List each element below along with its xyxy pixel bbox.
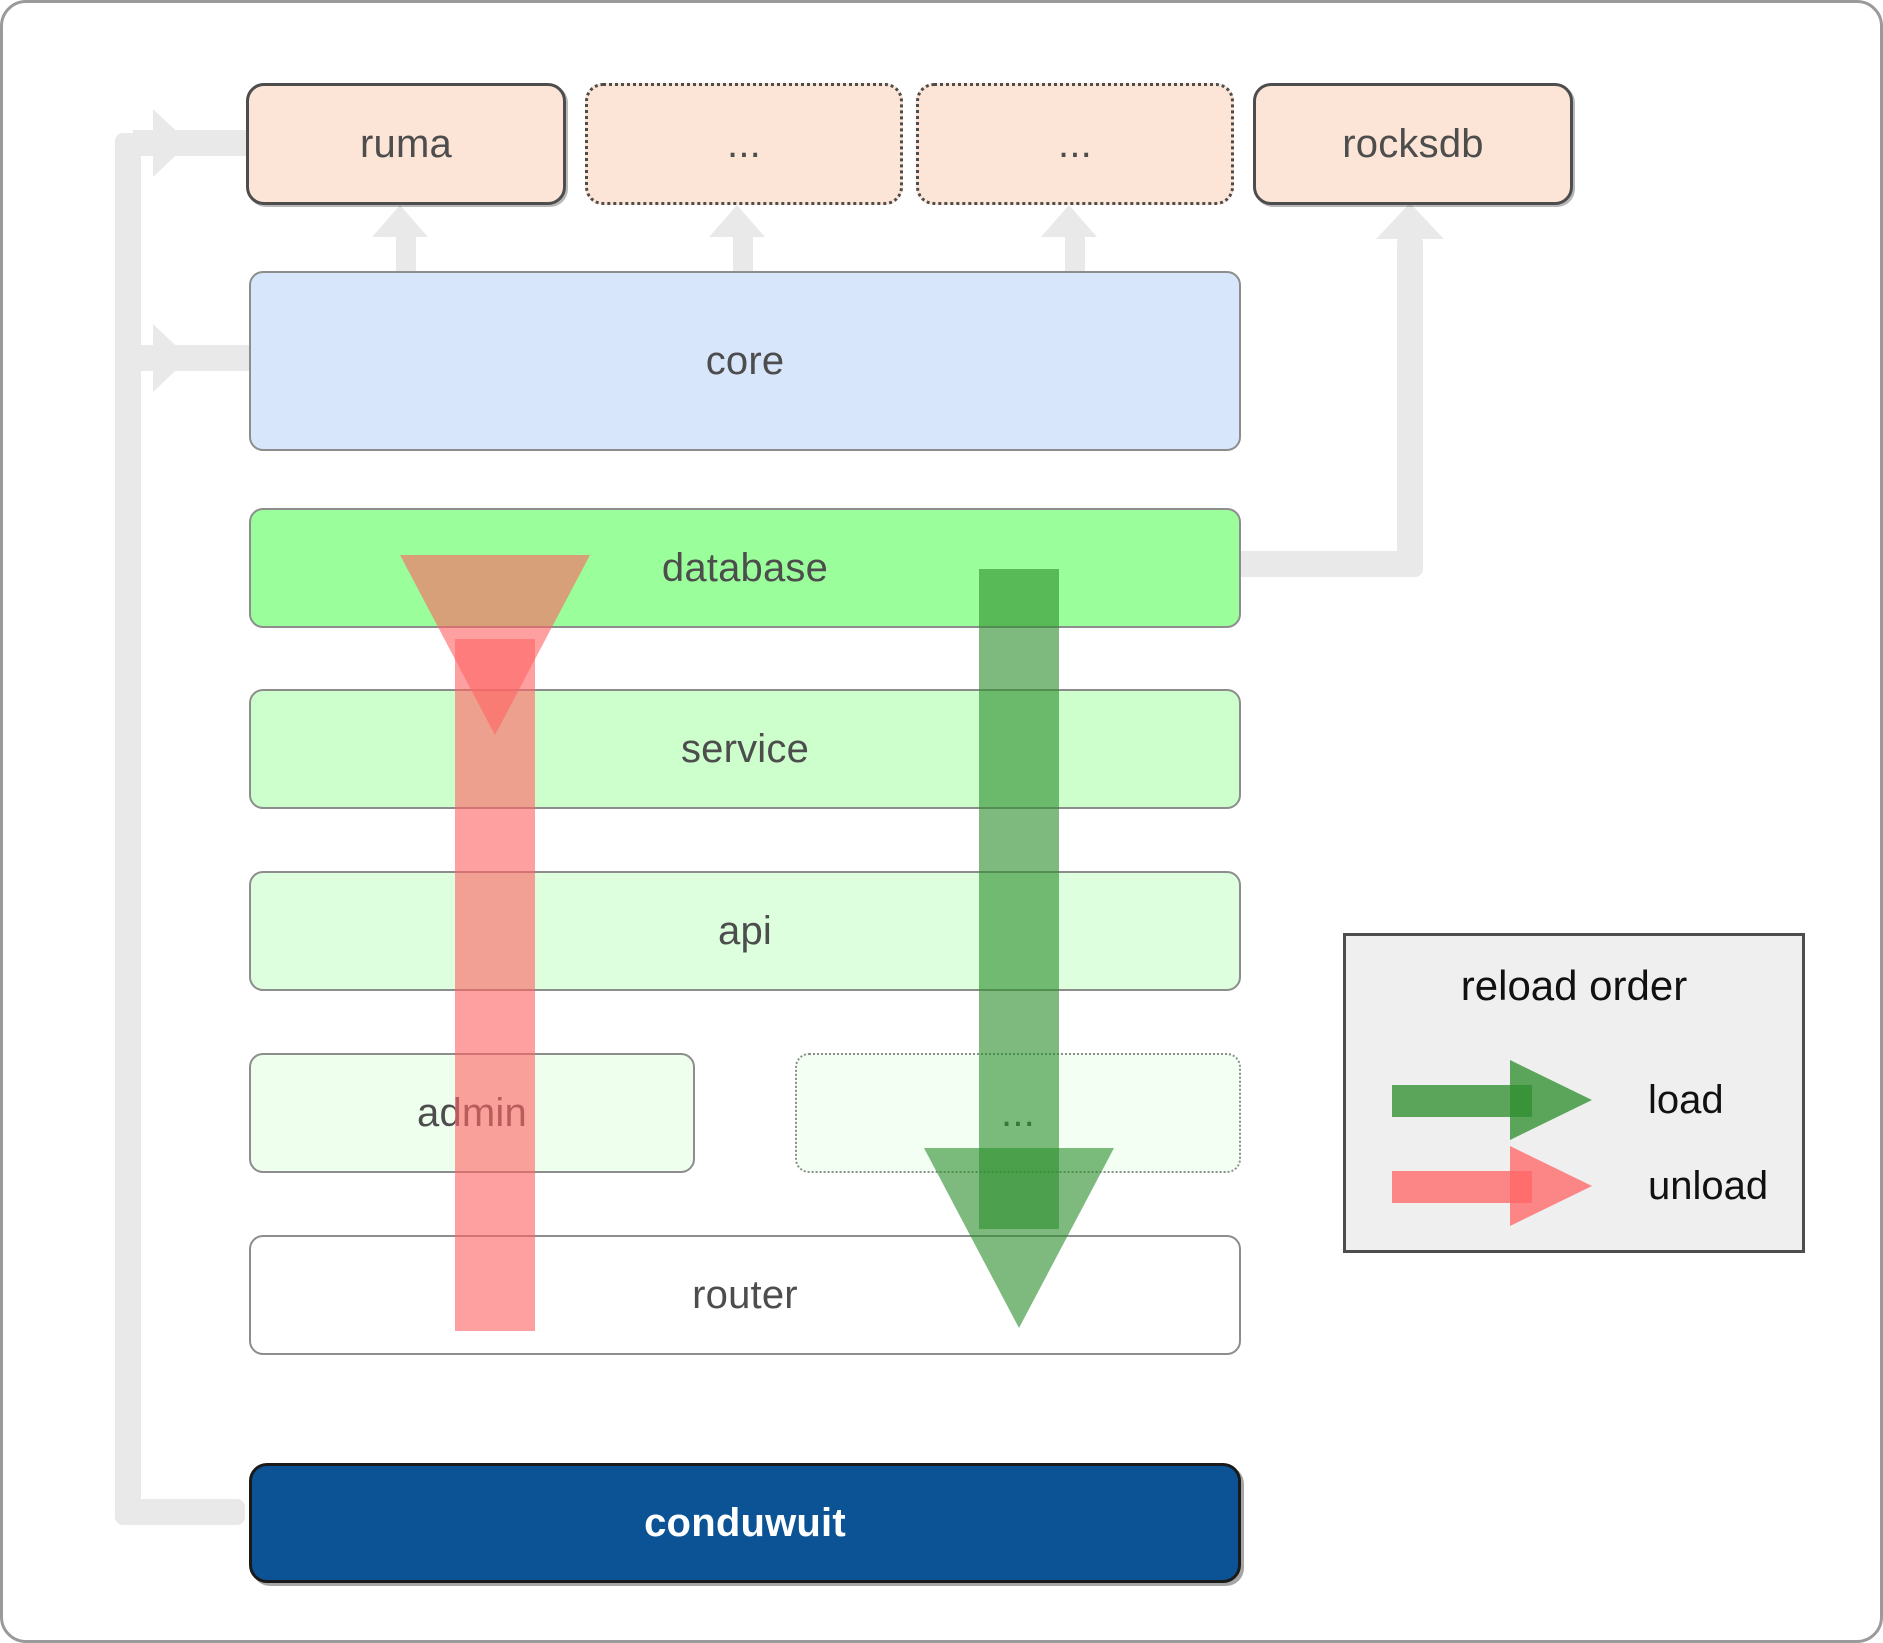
unload-flow-arrowhead (400, 555, 590, 735)
legend-row-unload: unload (1392, 1146, 1769, 1226)
connector-branch-core-arrowhead (153, 324, 189, 392)
connector-branch-ruma (133, 130, 253, 156)
load-flow-shaft (979, 569, 1059, 1229)
connector-core-to-ruma-arrowhead (372, 205, 428, 237)
connector-database-to-rocksdb-vertical (1397, 235, 1423, 571)
node-dependency-placeholder-1-label: ... (727, 121, 761, 166)
legend-load-arrow-tip (1510, 1060, 1592, 1140)
legend-unload-arrow-icon (1392, 1146, 1592, 1226)
node-conduwuit-label: conduwuit (644, 1500, 846, 1545)
connector-branch-core (133, 345, 253, 371)
node-core[interactable]: core (249, 271, 1241, 451)
legend-row-load: load (1392, 1060, 1724, 1140)
connector-core-to-ruma-shaft (396, 231, 416, 277)
node-conduwuit[interactable]: conduwuit (249, 1463, 1241, 1583)
legend-title: reload order (1460, 962, 1688, 1009)
node-service[interactable]: service (249, 689, 1241, 809)
legend-panel: reload order load unload (1343, 933, 1805, 1253)
connector-database-to-rocksdb-arrowhead (1376, 203, 1444, 239)
node-core-label: core (705, 338, 785, 383)
node-ruma-label: ruma (360, 121, 452, 166)
legend-unload-arrow-bar (1392, 1171, 1532, 1203)
node-ruma[interactable]: ruma (246, 83, 566, 205)
legend-unload-label: unload (1648, 1163, 1769, 1208)
connector-root-to-deps-bottom (115, 1499, 245, 1525)
node-dependency-placeholder-2[interactable]: ... (916, 83, 1234, 205)
load-flow-arrowhead (924, 1148, 1114, 1328)
connector-core-to-dep2-arrowhead (709, 205, 765, 237)
legend-load-arrow-bar (1392, 1085, 1532, 1117)
node-dependency-placeholder-1[interactable]: ... (585, 83, 903, 205)
node-database-label: database (661, 545, 829, 590)
connector-root-to-deps-vertical (115, 133, 141, 1525)
connector-database-to-rocksdb-horizontal (1233, 551, 1423, 577)
legend-unload-arrow-tip (1510, 1146, 1592, 1226)
connector-core-to-dep2-shaft (733, 231, 753, 277)
node-database[interactable]: database (249, 508, 1241, 628)
unload-flow-shaft (455, 639, 535, 1331)
connector-core-to-dep3-shaft (1065, 231, 1085, 277)
node-service-label: service (680, 726, 810, 771)
node-dependency-placeholder-2-label: ... (1058, 121, 1092, 166)
connector-core-to-dep3-arrowhead (1041, 205, 1097, 237)
legend-load-arrow-icon (1392, 1060, 1592, 1140)
node-api-label: api (718, 908, 772, 953)
node-rocksdb-label: rocksdb (1342, 121, 1484, 166)
node-router-label: router (692, 1272, 798, 1317)
node-api[interactable]: api (249, 871, 1241, 991)
connector-branch-ruma-arrowhead (153, 109, 189, 177)
legend-load-label: load (1648, 1077, 1724, 1122)
node-rocksdb[interactable]: rocksdb (1253, 83, 1573, 205)
